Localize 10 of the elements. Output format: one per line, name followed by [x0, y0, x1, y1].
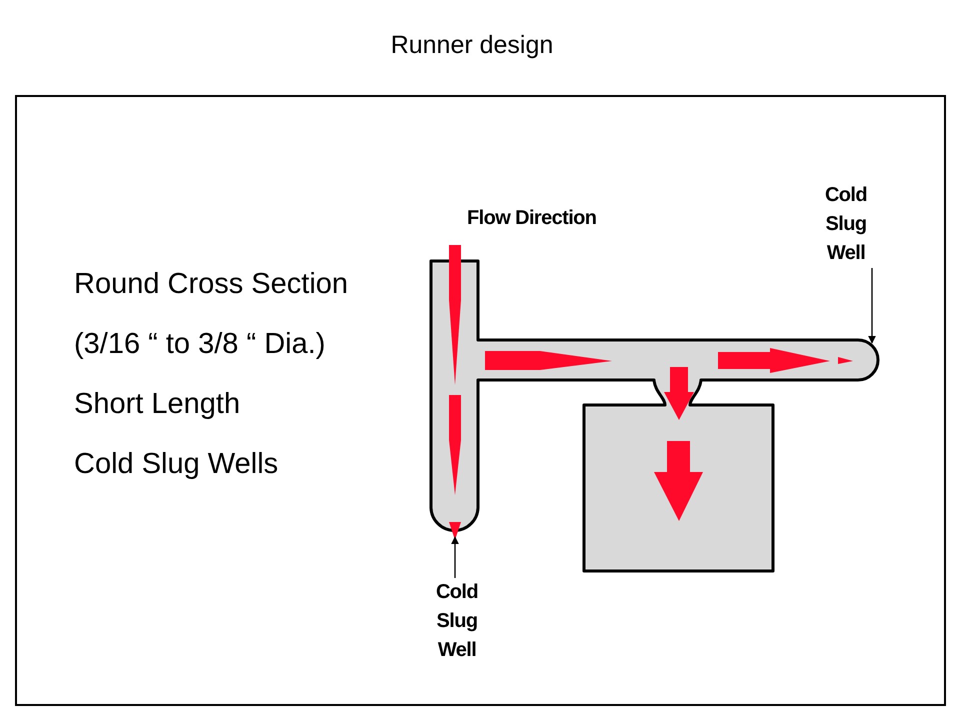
note-text: Round Cross Section: [74, 267, 348, 302]
leader-line: [451, 536, 459, 578]
leader-line: [868, 268, 876, 344]
note-text: (3/16 “ to 3/8 “ Dia.): [74, 327, 326, 362]
flow-direction-label: Flow Direction: [467, 206, 596, 230]
note-text: Short Length: [74, 387, 240, 422]
diagram-title: Runner design: [390, 30, 554, 60]
note-text: Cold Slug Wells: [74, 447, 278, 482]
callout-text: Cold Slug Well: [817, 181, 875, 268]
callout-text: Cold Slug Well: [428, 578, 486, 665]
